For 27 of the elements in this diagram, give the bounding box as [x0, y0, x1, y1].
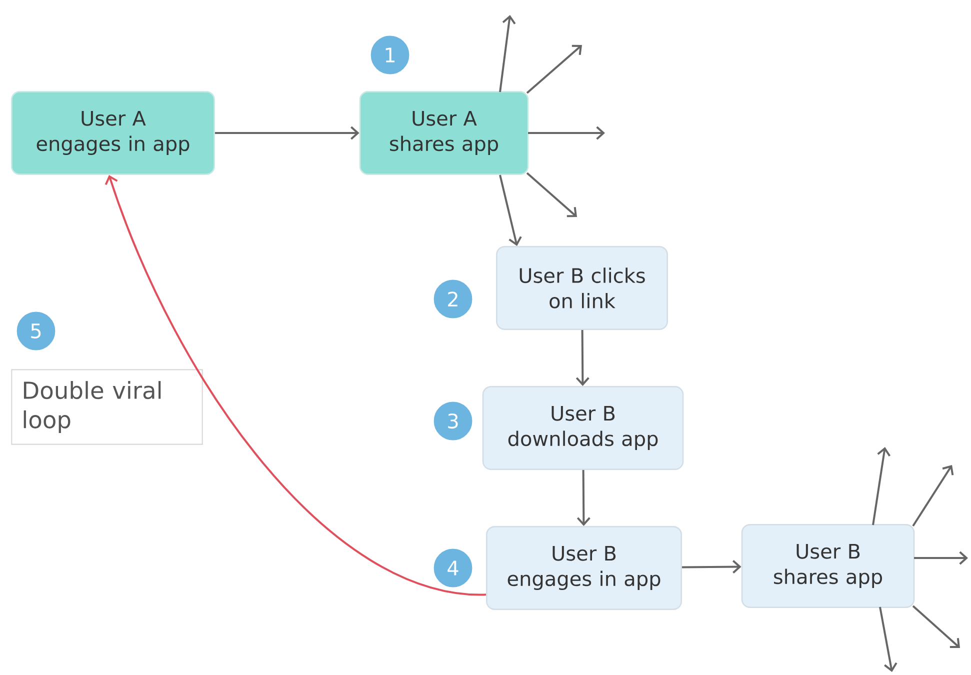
callout-number: 4	[432, 547, 474, 589]
process-box: User B clicks on link	[496, 246, 668, 330]
process-box: User B shares app	[741, 524, 915, 608]
arrow	[914, 551, 968, 565]
arrow	[682, 560, 742, 574]
arrow	[528, 126, 605, 140]
callout-number: 1	[369, 34, 411, 76]
callout-number: 5	[15, 310, 57, 352]
arrow	[526, 44, 582, 94]
arrow	[499, 174, 522, 246]
process-box: User A engages in app	[11, 91, 215, 175]
arrow	[872, 447, 891, 526]
loop-arrow	[104, 175, 486, 596]
process-box: User B downloads app	[482, 386, 684, 470]
arrow	[879, 606, 898, 672]
callout-number: 2	[432, 278, 474, 320]
arrow	[912, 605, 960, 648]
arrow	[576, 470, 590, 526]
arrow	[526, 172, 577, 218]
process-box: User A shares app	[359, 91, 529, 175]
arrow	[576, 330, 590, 386]
note-box: Double viral loop	[11, 369, 203, 445]
arrow	[912, 465, 954, 527]
arrow	[215, 126, 360, 140]
arrow	[499, 15, 516, 92]
callout-number: 3	[432, 400, 474, 442]
process-box: User B engages in app	[486, 526, 682, 610]
